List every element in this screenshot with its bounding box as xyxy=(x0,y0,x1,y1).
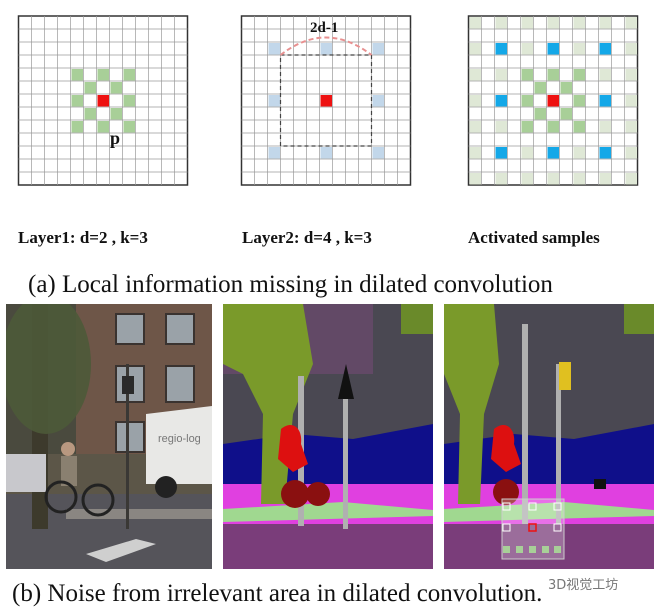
pale-sample xyxy=(521,43,533,55)
blue-sample xyxy=(268,147,280,159)
green-sample xyxy=(71,95,83,107)
pale-sample xyxy=(469,17,481,29)
green-sample xyxy=(521,69,533,81)
blue-sample xyxy=(495,147,507,159)
street-photo: regio-log xyxy=(6,304,212,569)
blue-sample xyxy=(547,147,559,159)
activated-caption: Activated samples xyxy=(468,228,600,247)
pale-sample xyxy=(547,173,559,185)
green-sample xyxy=(573,69,585,81)
green-sample xyxy=(84,108,96,120)
pale-sample xyxy=(521,173,533,185)
pale-sample xyxy=(625,121,637,133)
layer2-caption: Layer2: d=4 , k=3 xyxy=(242,228,372,247)
green-sample xyxy=(534,82,546,94)
pale-sample xyxy=(625,69,637,81)
blue-sample xyxy=(599,95,611,107)
watermark: 3D视觉工坊 xyxy=(548,578,619,593)
blue-sample xyxy=(320,147,332,159)
pale-sample xyxy=(625,43,637,55)
green-sample xyxy=(560,82,572,94)
blue-sample xyxy=(268,95,280,107)
pale-sample xyxy=(495,69,507,81)
blue-sample xyxy=(372,95,384,107)
caption-a: (a) Local information missing in dilated… xyxy=(28,271,553,298)
green-sample xyxy=(71,69,83,81)
green-sample xyxy=(84,82,96,94)
street-photo-panel: regio-log xyxy=(6,304,212,569)
blue-sample xyxy=(599,147,611,159)
sample-markers xyxy=(502,502,562,532)
pale-sample xyxy=(495,173,507,185)
blue-sample xyxy=(372,43,384,55)
pale-sample xyxy=(469,173,481,185)
green-sample xyxy=(547,121,559,133)
pale-sample xyxy=(469,121,481,133)
samples-panel xyxy=(444,304,654,569)
green-sample xyxy=(97,69,109,81)
green-sample xyxy=(547,69,559,81)
pale-sample xyxy=(625,147,637,159)
blue-sample xyxy=(372,147,384,159)
pale-sample xyxy=(599,173,611,185)
dim-label: 2d-1 xyxy=(310,20,339,36)
blue-sample xyxy=(547,43,559,55)
pale-sample xyxy=(469,147,481,159)
pale-sample xyxy=(495,121,507,133)
segmentation-with-samples xyxy=(444,304,654,569)
pale-sample xyxy=(625,95,637,107)
pale-sample xyxy=(521,17,533,29)
green-sample xyxy=(573,95,585,107)
grid-layer1 xyxy=(17,15,189,186)
green-sample xyxy=(521,95,533,107)
green-sample xyxy=(123,69,135,81)
center-pixel xyxy=(320,95,332,107)
pale-sample xyxy=(547,17,559,29)
van-sign-text: regio-log xyxy=(158,433,201,445)
caption-b: (b) Noise from irrelevant area in dilate… xyxy=(12,580,543,607)
pale-sample xyxy=(521,147,533,159)
layer1-caption: Layer1: d=2 , k=3 xyxy=(18,228,148,247)
blue-sample xyxy=(268,43,280,55)
point-label: p xyxy=(110,128,121,148)
green-sample xyxy=(560,108,572,120)
pale-sample xyxy=(469,69,481,81)
grid-activated-samples xyxy=(467,15,639,186)
pale-sample xyxy=(599,69,611,81)
pale-sample xyxy=(625,173,637,185)
pale-sample xyxy=(599,121,611,133)
green-sample xyxy=(573,121,585,133)
green-sample xyxy=(71,121,83,133)
pale-sample xyxy=(495,17,507,29)
pale-sample xyxy=(573,147,585,159)
green-sample xyxy=(521,121,533,133)
green-sample xyxy=(534,108,546,120)
green-sample xyxy=(110,82,122,94)
segmentation-ground-truth xyxy=(223,304,433,569)
grid-layer2 xyxy=(240,15,412,186)
blue-sample xyxy=(599,43,611,55)
pale-sample xyxy=(573,43,585,55)
segmentation-panel xyxy=(223,304,433,569)
pale-sample xyxy=(625,17,637,29)
pale-sample xyxy=(599,17,611,29)
pale-sample xyxy=(573,173,585,185)
center-pixel xyxy=(97,95,109,107)
green-sample xyxy=(110,108,122,120)
receptive-box xyxy=(279,54,373,147)
blue-sample xyxy=(495,43,507,55)
green-sample xyxy=(97,121,109,133)
dim-arc xyxy=(279,36,373,56)
pale-sample xyxy=(469,95,481,107)
green-sample xyxy=(123,95,135,107)
center-pixel xyxy=(547,95,559,107)
blue-sample xyxy=(320,43,332,55)
pale-sample xyxy=(573,17,585,29)
green-sample xyxy=(123,121,135,133)
pale-sample xyxy=(469,43,481,55)
blue-sample xyxy=(495,95,507,107)
